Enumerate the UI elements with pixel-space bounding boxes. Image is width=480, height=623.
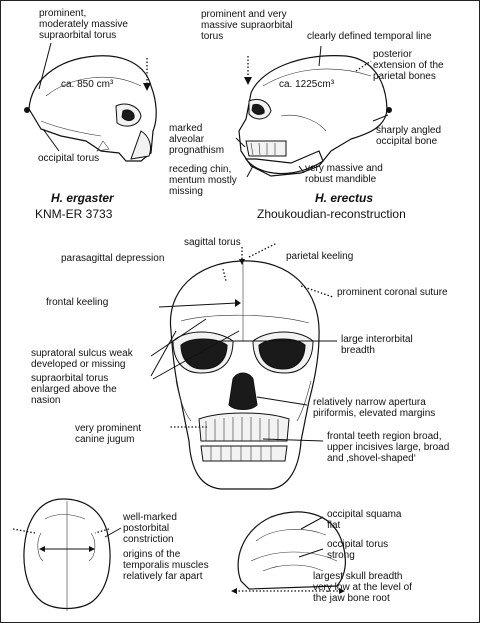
temporalis-label: origins of the temporalis muscles relati…	[123, 549, 209, 582]
parasagittal-label: parasagittal depression	[61, 253, 165, 264]
erectus-occipital-arrow	[372, 114, 389, 122]
postorbital-constriction-label: well-marked postorbital constriction	[123, 512, 177, 545]
parietal-keeling-pointer	[248, 242, 278, 258]
frontal-teeth-label: frontal teeth region broad, upper incisi…	[327, 431, 450, 464]
erectus-parietal-label: posterior extension of the parietal bone…	[373, 49, 444, 82]
sagittal-torus-label: sagittal torus	[184, 237, 241, 248]
ergaster-occipital-label: occipital torus	[38, 153, 100, 164]
erectus-volume: ca. 1225cm³	[279, 79, 335, 90]
occipital-squama-label: occipital squama flat	[327, 509, 402, 531]
frontal-keeling-label: frontal keeling	[46, 297, 109, 308]
erectus-parietal-pointer	[355, 60, 372, 72]
apertura-arrow	[256, 396, 308, 406]
supratoral-arrow	[150, 318, 207, 357]
apertura-label: relatively narrow apertura piriformis, e…	[313, 397, 436, 419]
erectus-temporal-label: clearly defined temporal line	[307, 31, 432, 42]
ergaster-occipital-arrow	[42, 128, 60, 152]
rear-view-skull-drawing	[237, 511, 346, 590]
erectus-temporal-arrow	[318, 45, 322, 67]
erectus-chin-arrow	[246, 165, 254, 178]
erectus-torus-label: prominent and very massive supraorbital …	[201, 9, 293, 42]
erectus-chin-label: receding chin, mentum mostly missing	[169, 164, 237, 197]
supraorbital-arrow-2	[152, 330, 240, 380]
erectus-prognathism-arrow	[235, 137, 246, 148]
erectus-prognathism-label: marked alveolar prognathism	[169, 123, 225, 156]
coronal-pointer	[300, 285, 334, 298]
postorbital-pointer-left	[12, 528, 36, 534]
squama-arrow	[300, 516, 324, 530]
erectus-occipital-label: sharply angled occipital bone	[376, 125, 442, 147]
frontal-keeling-arrow	[158, 302, 238, 308]
ergaster-volume: ca. 850 cm³	[61, 79, 114, 90]
erectus-specimen: Zhoukoudian-reconstruction	[257, 207, 406, 221]
parietal-keeling-label: parietal keeling	[286, 251, 354, 262]
erectus-skull-drawing	[238, 55, 392, 177]
postorbital-pointer-right	[94, 528, 110, 534]
erectus-species-title: H. erectus	[315, 191, 374, 205]
erectus-mandible-label: very massive and robust mandible	[305, 163, 383, 185]
ergaster-torus-arrow	[38, 42, 52, 90]
ergaster-species-title: H. ergaster	[51, 191, 114, 205]
supratoral-label: supratoral sulcus weak developed or miss…	[31, 348, 133, 370]
top-view-skull-drawing	[23, 498, 111, 611]
ergaster-skull-drawing	[24, 55, 157, 162]
postorbital-label-line	[104, 527, 122, 538]
ergaster-torus-label: prominent, moderately massive supraorbit…	[39, 8, 128, 41]
frontal-teeth-arrow	[262, 438, 324, 442]
frontal-skull-drawing	[169, 260, 320, 490]
canine-jugum-label: very prominent canine jugum	[75, 423, 142, 445]
ergaster-specimen: KNM-ER 3733	[35, 207, 113, 221]
interorbital-label: large interorbital breadth	[341, 334, 413, 356]
erectus-mandible-arrow	[298, 165, 305, 174]
supraorbital-arrow-1	[150, 330, 177, 377]
occipital-torus-strong-label: occipital torus strong	[327, 539, 389, 561]
coronal-suture-label: prominent coronal suture	[337, 287, 448, 298]
largest-breadth-label: largest skull breadth very low at the le…	[313, 571, 412, 604]
supraorbital-label: supraorbital torus enlarged above the na…	[31, 373, 117, 406]
rear-torus-arrow	[298, 548, 324, 558]
